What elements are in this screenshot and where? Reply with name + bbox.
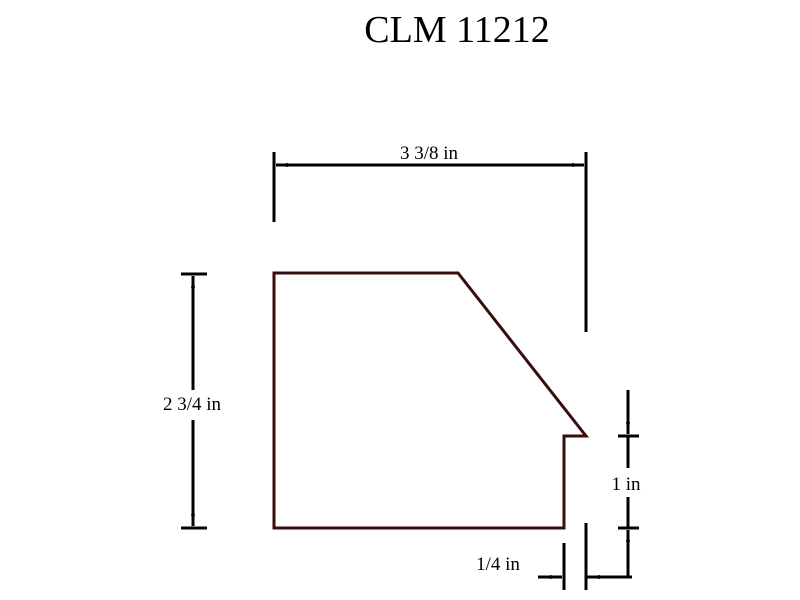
step-height-label: 1 in [611, 474, 641, 495]
step-width-label: 1/4 in [476, 554, 520, 575]
height-label: 2 3/4 in [163, 394, 222, 415]
height-dimension [181, 272, 207, 530]
step-width-dimension [538, 523, 612, 590]
width-dimension [272, 152, 588, 332]
drawing-title: CLM 11212 [364, 9, 549, 51]
step-height-dimension [586, 390, 639, 579]
width-label: 3 3/8 in [400, 143, 459, 164]
molding-profile [272, 271, 590, 530]
